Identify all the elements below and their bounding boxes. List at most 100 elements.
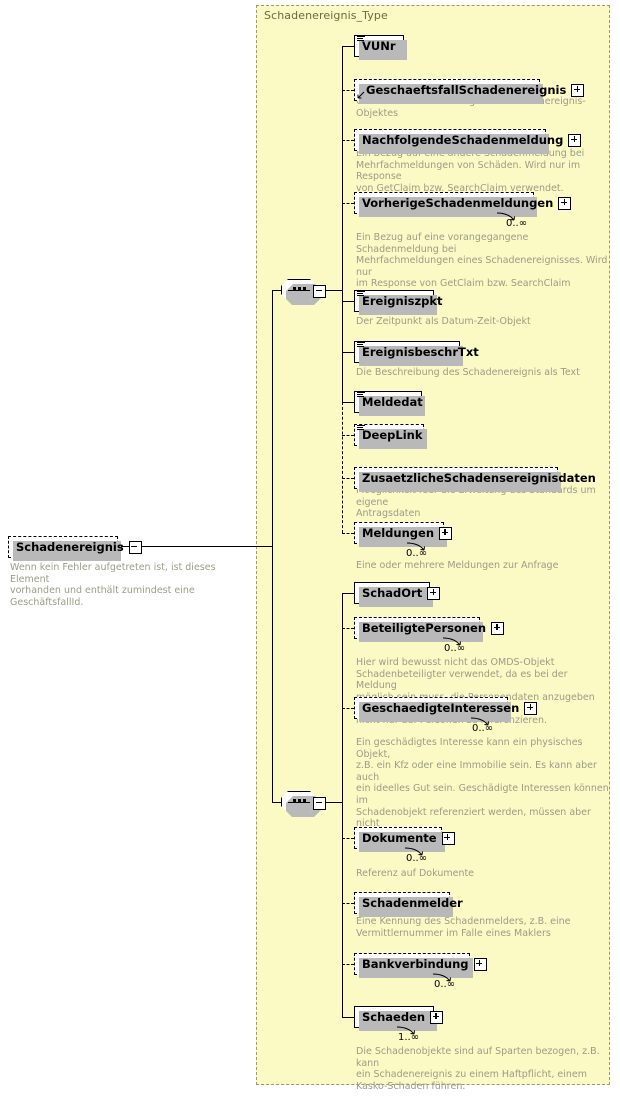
connector-dokumente — [342, 838, 354, 839]
element-schadort[interactable]: SchadOrt — [354, 582, 441, 607]
element-dokumente-label: Dokumente — [362, 831, 437, 845]
element-bankverbindung-label: Bankverbindung — [362, 957, 469, 971]
expand-toggle-beteiligtepersonen[interactable] — [491, 621, 505, 635]
element-schadenereignis[interactable]: Schadenereignis — [8, 536, 142, 561]
sequence-2-collapse-toggle[interactable] — [313, 796, 326, 810]
simple-type-icon — [357, 35, 365, 43]
doc-schaeden: Die Schadenobjekte sind auf Sparten bezo… — [356, 1046, 600, 1092]
element-geschaedigteinteressen[interactable]: GeschaedigteInteressen — [354, 697, 538, 722]
connector-trunk-to-sequence-1 — [272, 290, 282, 291]
element-schaeden-label: Schaeden — [362, 1010, 426, 1024]
element-vorherigeschadenmeldungen[interactable]: VorherigeSchadenmeldungen — [354, 192, 572, 217]
element-ereignisbeschrtxt[interactable]: EreignisbeschrTxt — [354, 341, 479, 366]
simple-type-icon — [357, 341, 365, 349]
repeat-hook-dokumente — [404, 847, 423, 856]
element-beteiligtepersonen-label: BeteiligtePersonen — [362, 621, 487, 635]
collapse-toggle-schadenereignis[interactable] — [128, 540, 142, 554]
element-geschaeftsfallschadenereignis-label: GeschaeftsfallSchadenereignis — [366, 83, 567, 97]
connector-vunr — [342, 46, 354, 47]
element-vunr[interactable]: VUNr — [354, 35, 407, 60]
expand-toggle-meldungen[interactable] — [439, 526, 453, 540]
occurrence-beteiligtepersonen: 0..∞ — [444, 643, 466, 654]
element-schadenmelder-label: Schadenmelder — [362, 896, 463, 910]
doc-schadenereignis: Wenn kein Fehler aufgetreten ist, ist di… — [10, 562, 216, 608]
connector-geschaedigteinteressen — [342, 708, 354, 709]
doc-schadenmelder: Eine Kennung des Schadenmelders, z.B. ei… — [356, 916, 571, 939]
connector-meldedat — [342, 402, 354, 403]
occurrence-schaeden: 1..∞ — [398, 1032, 420, 1043]
element-dokumente[interactable]: Dokumente — [354, 827, 455, 852]
element-meldungen-label: Meldungen — [362, 526, 435, 540]
connector-ereigniszpkt — [342, 301, 354, 302]
connector-schadenmelder — [342, 903, 354, 904]
connector-bankverbindung — [342, 964, 354, 965]
expand-toggle-geschaeftsfallschadenereignis[interactable] — [571, 83, 585, 97]
type-panel-title: Schadenereignis_Type — [264, 9, 388, 22]
element-schaeden[interactable]: Schaeden — [354, 1006, 444, 1031]
element-meldedat[interactable]: Meldedat — [354, 391, 425, 416]
connector-meldungen — [342, 533, 354, 534]
connector-trunk-vertical — [272, 290, 273, 802]
connector-nachfolgendeschadenmeldung — [342, 140, 354, 141]
connector-root-trunk — [118, 546, 272, 547]
element-beteiligtepersonen[interactable]: BeteiligtePersonen — [354, 617, 505, 642]
doc-ereignisbeschrtxt: Die Beschreibung des Schadenereignis als… — [356, 367, 580, 378]
spine-1-solid — [342, 46, 343, 402]
expand-toggle-geschaedigteinteressen[interactable] — [524, 701, 538, 715]
spine-2 — [342, 593, 343, 1017]
connector-sequence-2-to-spine — [324, 802, 342, 803]
occurrence-dokumente: 0..∞ — [406, 853, 428, 864]
element-ereigniszpkt[interactable]: Ereigniszpkt — [354, 290, 443, 315]
element-zusaetzlicheschadensereignisdaten[interactable]: ZusaetzlicheSchadensereignisdaten — [354, 467, 596, 492]
expand-toggle-nachfolgendeschadenmeldung[interactable] — [568, 133, 582, 147]
element-geschaeftsfallschadenereignis[interactable]: GeschaeftsfallSchadenereignis — [354, 79, 585, 104]
simple-type-icon — [357, 424, 365, 432]
connector-ereignisbeschrtxt — [342, 352, 354, 353]
doc-dokumente: Referenz auf Dokumente — [356, 868, 475, 879]
element-bankverbindung[interactable]: Bankverbindung — [354, 953, 487, 978]
doc-geschaedigteinteressen: Ein geschädigtes Interesse kann ein phys… — [356, 737, 609, 841]
occurrence-bankverbindung: 0..∞ — [434, 979, 456, 990]
expand-toggle-vorherigeschadenmeldungen[interactable] — [558, 196, 572, 210]
element-nachfolgendeschadenmeldung-label: NachfolgendeSchadenmeldung — [362, 133, 564, 147]
connector-vorherigeschadenmeldungen — [342, 203, 354, 204]
simple-type-icon — [357, 290, 365, 298]
element-deeplink[interactable]: DeepLink — [354, 424, 427, 449]
doc-meldungen: Eine oder mehrere Meldungen zur Anfrage — [356, 560, 559, 571]
element-deeplink-label: DeepLink — [362, 428, 423, 442]
occurrence-vorherigeschadenmeldungen: 0..∞ — [506, 218, 528, 229]
doc-nachfolgendeschadenmeldung: Ein Bezug auf eine andere Schadenmeldung… — [356, 148, 585, 194]
sequence-compositor-1[interactable] — [281, 279, 326, 305]
element-schadenereignis-label: Schadenereignis — [16, 540, 124, 554]
connector-deeplink — [342, 435, 354, 436]
occurrence-geschaedigteinteressen: 0..∞ — [472, 723, 494, 734]
sequence-1-collapse-toggle[interactable] — [313, 284, 326, 298]
element-meldedat-label: Meldedat — [362, 395, 423, 409]
element-meldungen[interactable]: Meldungen — [354, 522, 453, 547]
expand-toggle-schadort[interactable] — [427, 586, 441, 600]
element-schadort-label: SchadOrt — [362, 586, 423, 600]
connector-trunk-to-sequence-2 — [272, 802, 282, 803]
sequence-compositor-2[interactable] — [281, 791, 326, 817]
element-zusaetzlicheschadensereignisdaten-label: ZusaetzlicheSchadensereignisdaten — [362, 471, 596, 485]
element-geschaedigteinteressen-label: GeschaedigteInteressen — [362, 701, 520, 715]
expand-toggle-schaeden[interactable] — [430, 1010, 444, 1024]
element-nachfolgendeschadenmeldung[interactable]: NachfolgendeSchadenmeldung — [354, 129, 582, 154]
connector-sequence-1-to-spine — [324, 290, 342, 291]
repeat-hook-beteiligtepersonen — [442, 637, 461, 646]
element-schadenmelder[interactable]: Schadenmelder — [354, 892, 463, 917]
spine-1-dashed — [342, 402, 343, 533]
connector-schadort — [342, 593, 354, 594]
expand-toggle-dokumente[interactable] — [441, 831, 455, 845]
simple-type-icon — [357, 391, 365, 399]
element-ereigniszpkt-label: Ereigniszpkt — [362, 294, 443, 308]
expand-toggle-bankverbindung[interactable] — [473, 957, 487, 971]
occurrence-meldungen: 0..∞ — [406, 548, 428, 559]
repeat-hook-bankverbindung — [432, 973, 451, 982]
element-vorherigeschadenmeldungen-label: VorherigeSchadenmeldungen — [362, 196, 554, 210]
repeat-hook-geschaedigteinteressen — [470, 717, 489, 726]
element-vunr-label: VUNr — [362, 39, 396, 53]
connector-beteiligtepersonen — [342, 628, 354, 629]
doc-ereigniszpkt: Der Zeitpunkt als Datum-Zeit-Objekt — [356, 316, 531, 327]
